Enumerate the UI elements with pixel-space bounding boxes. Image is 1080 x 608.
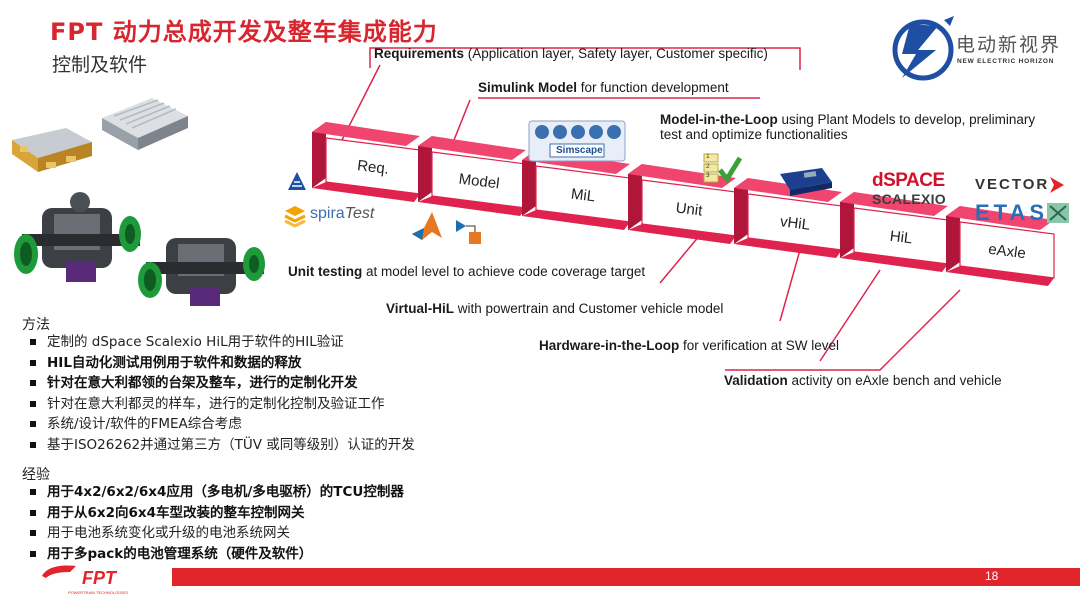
experience-item: 用于电池系统变化或升级的电池系统网关 — [30, 523, 404, 544]
svg-text:POWERTRAIN TECHNOLOGIES: POWERTRAIN TECHNOLOGIES — [68, 590, 128, 595]
leader-unit — [659, 234, 701, 284]
vhil-device-icon — [780, 168, 832, 196]
vector-logo: VECTOR — [975, 176, 1050, 193]
methods-item: 系统/设计/软件的FMEA综合考虑 — [30, 414, 415, 435]
scalexio-logo: SCALEXIO — [872, 191, 946, 207]
experience-item: 用于4x2/6x2/6x4应用（多电机/多电驱桥）的TCU控制器 — [30, 482, 404, 503]
ecu-housing-image — [102, 98, 188, 150]
experience-heading: 经验 — [22, 467, 50, 483]
page-title: FPT 动力总成开发及整车集成能力 — [50, 18, 438, 46]
simscape-label: Simscape — [556, 145, 603, 156]
leader-vhil — [779, 249, 801, 322]
page-number: 18 — [985, 569, 999, 583]
matlab-icon — [412, 212, 442, 240]
simscape-icon — [528, 120, 626, 162]
leader-validation — [725, 289, 961, 371]
ecu-board-image — [12, 128, 92, 172]
callout-unit: Unit testing at model level to achieve c… — [288, 264, 646, 279]
experience-list: 用于4x2/6x2/6x4应用（多电机/多电驱桥）的TCU控制器用于从6x2向6… — [30, 482, 404, 564]
flow-step-label: Model — [458, 171, 501, 193]
requirements-tool-icon — [288, 172, 306, 190]
flow-step-label: vHiL — [779, 213, 811, 234]
callout-simulink: Simulink Model for function development — [478, 80, 729, 95]
eaxle-image-right — [138, 238, 265, 306]
methods-item: 针对在意大利都灵的样车，进行的定制化控制及验证工作 — [30, 394, 415, 415]
brand-logo — [892, 16, 954, 81]
vector-chevron-icon — [1050, 177, 1064, 193]
methods-heading: 方法 — [22, 317, 50, 333]
callout-requirements: Requirements (Application layer, Safety … — [374, 46, 768, 61]
flow-step-label: eAxle — [987, 241, 1026, 262]
fpt-logo: FPT POWERTRAIN TECHNOLOGIES — [42, 565, 128, 595]
methods-item: HIL自动化测试用例用于软件和数据的释放 — [30, 353, 415, 374]
spiratest-label: spiraTest — [310, 205, 375, 222]
simulink-icon — [456, 220, 481, 244]
etas-mark-icon — [1047, 203, 1069, 223]
brand-name: 电动新视界 — [956, 34, 1062, 56]
flow-step-label: HiL — [889, 228, 913, 248]
flow-step-label: Req. — [356, 157, 390, 178]
callout-hil: Hardware-in-the-Loop for verification at… — [539, 338, 840, 353]
eaxle-image-left — [14, 192, 141, 282]
methods-item: 针对在意大利都领的台架及整车，进行的定制化开发 — [30, 373, 415, 394]
page-subtitle: 控制及软件 — [52, 54, 148, 76]
svg-text:FPT: FPT — [82, 568, 118, 588]
spiratest-icon — [284, 206, 306, 228]
callout-validation: Validation activity on eAxle bench and v… — [724, 373, 1002, 388]
dspace-logo: dSPACE — [872, 170, 945, 191]
experience-item: 用于从6x2向6x4车型改装的整车控制网关 — [30, 503, 404, 524]
callout-mil: Model-in-the-Loop using Plant Models to … — [660, 112, 1036, 142]
flow-step-model: Model — [418, 136, 527, 216]
flow-step-req: Req. — [312, 122, 421, 202]
methods-item: 定制的 dSpace Scalexio HiL用于软件的HIL验证 — [30, 332, 415, 353]
checklist-icon — [703, 153, 742, 184]
flow-step-label: MiL — [570, 186, 596, 206]
brand-tagline: NEW ELECTRIC HORIZON — [957, 58, 1055, 65]
methods-item: 基于ISO26262并通过第三方（TÜV 或同等级别）认证的开发 — [30, 435, 415, 456]
flow-step-mil: MiL — [522, 150, 631, 230]
callout-vhil: Virtual-HiL with powertrain and Customer… — [386, 301, 724, 316]
flow-step-label: Unit — [675, 199, 704, 219]
etas-logo: ETAS — [975, 200, 1049, 225]
footer-bar — [172, 568, 1080, 586]
experience-item: 用于多pack的电池管理系统（硬件及软件） — [30, 544, 404, 565]
